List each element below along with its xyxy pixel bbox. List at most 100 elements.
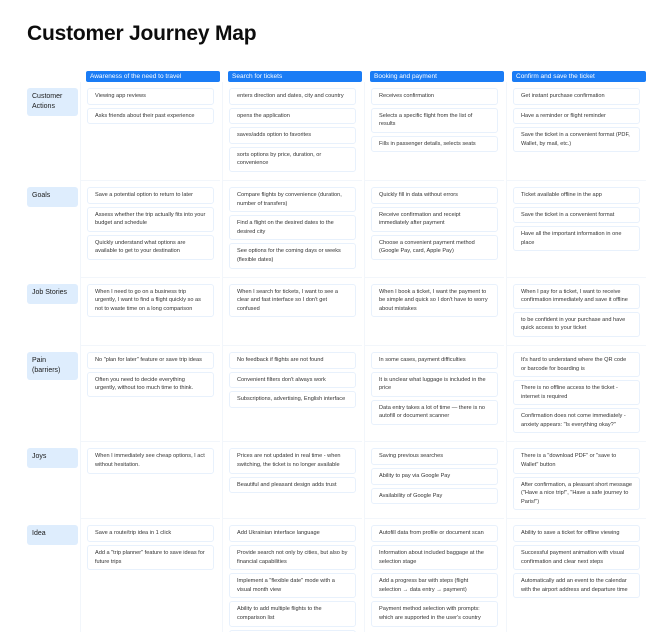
card-text: Ability to save a ticket for offline vie… [521, 530, 620, 537]
card-text: Ticket available offline in the app [521, 191, 602, 198]
card-text: Data entry takes a lot of time — there i… [379, 404, 486, 420]
column-header-awareness: Awareness of the need to travel [86, 71, 220, 82]
sticky-card: No "plan for later" feature or save trip… [87, 351, 214, 369]
card-text: Have all the important information in on… [521, 231, 622, 246]
card-text: Prices are not updated in real time - wh… [237, 453, 341, 469]
sticky-card: Beautiful and pleasant design adds trust [229, 476, 356, 494]
row-label-pain: Pain (barriers) [27, 351, 78, 380]
sticky-card: Add a "trip planner" feature to save ide… [87, 545, 214, 571]
card-text: Selects a specific flight from the list … [379, 112, 473, 128]
card-text: Saving previous searches [379, 453, 444, 460]
card-text: Save a potential option to return to lat… [95, 191, 193, 198]
card-text: Autofill data from profile or document s… [379, 530, 484, 537]
sticky-card: Add Ukrainian interface language [229, 525, 356, 543]
sticky-card: Information about included baggage at th… [371, 545, 498, 571]
card-text: Subscriptions, advertising, English inte… [237, 396, 346, 403]
column-header-booking: Booking and payment [370, 71, 504, 82]
journey-map-grid: Awareness of the need to travel Search f… [27, 71, 646, 632]
stage-cell: When I need to go on a business trip urg… [80, 277, 220, 346]
sticky-card: Find a flight on the desired dates to th… [229, 215, 356, 241]
stage-cell: enters direction and dates, city and cou… [222, 82, 362, 181]
card-text: Provide search not only by cities, but a… [237, 550, 348, 565]
card-text: Get instant purchase confirmation [521, 93, 605, 99]
card-text: No "plan for later" feature or save trip… [95, 356, 202, 363]
sticky-card: Have a reminder or flight reminder [513, 107, 640, 125]
sticky-card: When I need to go on a business trip urg… [87, 283, 214, 318]
row-label-cell: Joys [27, 442, 78, 519]
card-text: Ability to add multiple flights to the c… [237, 606, 322, 621]
stage-cell: Save a potential option to return to lat… [80, 180, 220, 278]
row-label-cell: Customer Actions [27, 82, 78, 181]
row-label-cell: Idea [27, 519, 78, 632]
card-text: When I search for tickets, I want to see… [237, 288, 339, 312]
sticky-card: Prices are not updated in real time - wh… [229, 448, 356, 474]
sticky-card: Receive confirmation and receipt immedia… [371, 206, 498, 232]
sticky-card: Automatically add an event to the calend… [513, 573, 640, 599]
card-text: Save the ticket in a convenient format [521, 211, 615, 218]
sticky-card: Fills in passenger details, selects seat… [371, 135, 498, 153]
sticky-card: Often you need to decide everything urge… [87, 371, 214, 397]
sticky-card: to be confident in your purchase and hav… [513, 311, 640, 337]
sticky-card: Save a potential option to return to lat… [87, 186, 214, 204]
sticky-card: Ability to add multiple flights to the c… [229, 601, 356, 627]
sticky-card: Quickly fill in data without errors [371, 186, 498, 204]
stage-cell: Prices are not updated in real time - wh… [222, 442, 362, 520]
sticky-card: Confirmation does not come immediately -… [513, 408, 640, 434]
sticky-card: Viewing app reviews [87, 88, 214, 105]
card-text: opens the application [237, 112, 290, 119]
sticky-card: Data entry takes a lot of time — there i… [371, 399, 498, 425]
stage-cell: Autofill data from profile or document s… [364, 519, 504, 632]
card-text: Add a progress bar with steps (flight se… [379, 578, 469, 593]
card-text: It is unclear what luggage is included i… [379, 376, 486, 392]
sticky-card: Subscriptions, advertising, English inte… [229, 391, 356, 408]
sticky-card: See options for the coming days or weeks… [229, 243, 356, 269]
card-text: Asks friends about their past experience [95, 112, 195, 119]
sticky-card: sorts options by price, duration, or con… [229, 146, 356, 172]
card-text: Have a reminder or flight reminder [521, 112, 606, 119]
card-text: Find a flight on the desired dates to th… [237, 220, 334, 235]
card-text: Ability to pay via Google Pay [379, 473, 451, 480]
card-text: Availability of Google Pay [379, 492, 443, 499]
card-text: See options for the coming days or weeks… [237, 248, 341, 263]
sticky-card: When I search for tickets, I want to see… [229, 283, 356, 318]
sticky-card: Autofill data from profile or document s… [371, 525, 498, 543]
sticky-card: Availability of Google Pay [371, 487, 498, 505]
card-text: There is no offline access to the ticket… [521, 385, 618, 400]
card-text: Implement a "flexible date" mode with a … [237, 578, 335, 593]
corner-spacer [27, 71, 78, 82]
card-text: Assess whether the trip actually fits in… [95, 211, 206, 227]
sticky-card: It is unclear what luggage is included i… [371, 371, 498, 397]
column-header-confirm: Confirm and save the ticket [512, 71, 646, 82]
sticky-card: Receives confirmation [371, 88, 498, 105]
sticky-card: Save the ticket in a convenient format [513, 206, 640, 224]
card-text: Successful payment animation with visual… [521, 550, 625, 565]
card-text: to be confident in your purchase and hav… [521, 316, 626, 332]
sticky-card: Ticket available offline in the app [513, 186, 640, 204]
column-header-search: Search for tickets [228, 71, 362, 82]
card-text: When I pay for a ticket, I want to recei… [521, 288, 628, 304]
card-text: There is a "download PDF" or "save to Wa… [521, 453, 617, 469]
sticky-card: Quickly understand what options are avai… [87, 234, 214, 260]
card-text: It's hard to understand where the QR cod… [521, 356, 627, 372]
card-text: Payment method selection with prompts: w… [379, 606, 481, 621]
sticky-card: There is no offline access to the ticket… [513, 380, 640, 406]
card-text: When I book a ticket, I want the payment… [379, 288, 488, 312]
card-text: Add a "trip planner" feature to save ide… [95, 550, 205, 565]
sticky-card: Save a route/trip idea in 1 click [87, 525, 214, 543]
row-label-idea: Idea [27, 525, 78, 546]
row-label-customer-actions: Customer Actions [27, 88, 78, 116]
sticky-card: Save the ticket in a convenient format (… [513, 127, 640, 153]
card-text: Automatically add an event to the calend… [521, 578, 628, 593]
stage-cell: No "plan for later" feature or save trip… [80, 345, 220, 443]
sticky-card: When I book a ticket, I want the payment… [371, 283, 498, 318]
page-title: Customer Journey Map [27, 22, 257, 45]
sticky-card: Have all the important information in on… [513, 226, 640, 252]
card-text: Information about included baggage at th… [379, 550, 484, 565]
card-text: When I immediately see cheap options, I … [95, 453, 205, 469]
card-text: Receives confirmation [379, 93, 435, 99]
